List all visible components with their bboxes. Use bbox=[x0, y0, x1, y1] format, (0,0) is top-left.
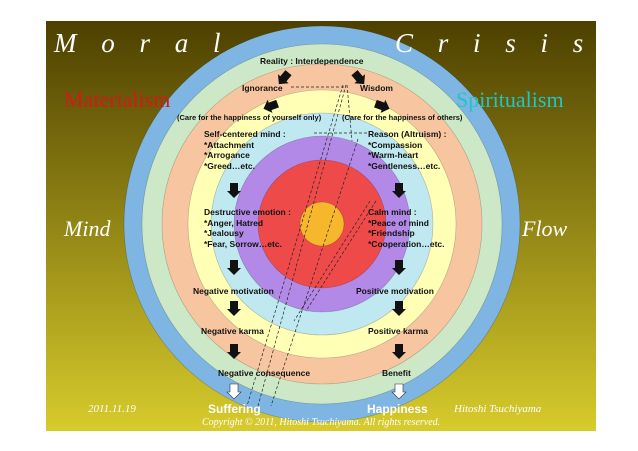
label-care-others: (Care for the happiness of others) bbox=[342, 113, 463, 122]
list-self-centered: Self-centered mind : *Attachment *Arroga… bbox=[204, 129, 286, 171]
label-materialism: Materialism bbox=[64, 87, 171, 112]
arrow-happiness bbox=[391, 383, 407, 400]
label-positive-motivation: Positive motivation bbox=[356, 286, 434, 296]
label-suffering: Suffering bbox=[208, 402, 261, 416]
footer-date: 2011.11.19 bbox=[88, 403, 136, 415]
label-happiness: Happiness bbox=[367, 402, 428, 416]
arrow-suffering bbox=[226, 383, 242, 400]
connector-wisdom-suffering-2 bbox=[257, 84, 347, 407]
arrow-left-3 bbox=[227, 301, 241, 316]
footer-author: Hitoshi Tsuchiyama bbox=[454, 403, 542, 415]
arrow-ignorance-top bbox=[277, 70, 292, 85]
label-flow: Flow bbox=[522, 216, 568, 241]
arrow-left-1 bbox=[227, 183, 241, 198]
moral-crisis-diagram bbox=[46, 21, 596, 431]
arrow-right-4 bbox=[392, 344, 406, 359]
connector-wisdom-reason bbox=[346, 84, 353, 142]
label-mind: Mind bbox=[64, 216, 111, 241]
list-destructive: Destructive emotion : *Anger, Hatred *Je… bbox=[204, 207, 291, 249]
label-ignorance: Ignorance bbox=[242, 83, 283, 93]
title-moral: M o r a l bbox=[54, 28, 230, 58]
footer-copyright: Copyright © 2011, Hitoshi Tsuchiyama. Al… bbox=[202, 417, 441, 428]
arrow-ignorance bbox=[263, 99, 279, 113]
connector-calm-karma bbox=[293, 200, 371, 322]
connector-reason-suffering bbox=[270, 138, 359, 407]
ring-arrows bbox=[226, 70, 407, 400]
connector-lines bbox=[246, 84, 377, 407]
arrow-right-2 bbox=[392, 260, 406, 275]
arrow-left-4 bbox=[227, 344, 241, 359]
label-benefit: Benefit bbox=[382, 368, 411, 378]
label-negative-consequence: Negative consequence bbox=[218, 368, 311, 378]
label-spiritualism: Spiritualism bbox=[456, 87, 564, 112]
slide: M o r a l C r i s i s Materialism Spirit… bbox=[46, 21, 596, 431]
title-crisis: C r i s i s bbox=[395, 28, 593, 58]
arrow-right-1 bbox=[392, 183, 406, 198]
label-reality: Reality : Interdependence bbox=[260, 56, 364, 66]
list-reason: Reason (Altruism) : *Compassion *Warm-he… bbox=[368, 129, 447, 171]
arrow-right-3 bbox=[392, 301, 406, 316]
label-wisdom: Wisdom bbox=[360, 83, 393, 93]
arrow-wisdom bbox=[374, 99, 390, 113]
label-positive-karma: Positive karma bbox=[368, 326, 429, 336]
arrow-wisdom-top bbox=[351, 70, 366, 85]
label-negative-motivation: Negative motivation bbox=[193, 286, 274, 296]
concentric-rings bbox=[123, 25, 521, 423]
arrow-left-2 bbox=[227, 260, 241, 275]
connector-wisdom-suffering-1 bbox=[246, 84, 344, 407]
list-calm: Calm mind : *Peace of mind *Friendship *… bbox=[368, 207, 445, 249]
label-negative-karma: Negative karma bbox=[201, 326, 264, 336]
connector-calm-karma-2 bbox=[305, 200, 377, 312]
label-care-self: (Care for the happiness of yourself only… bbox=[177, 113, 322, 122]
ring-8 bbox=[299, 201, 345, 247]
